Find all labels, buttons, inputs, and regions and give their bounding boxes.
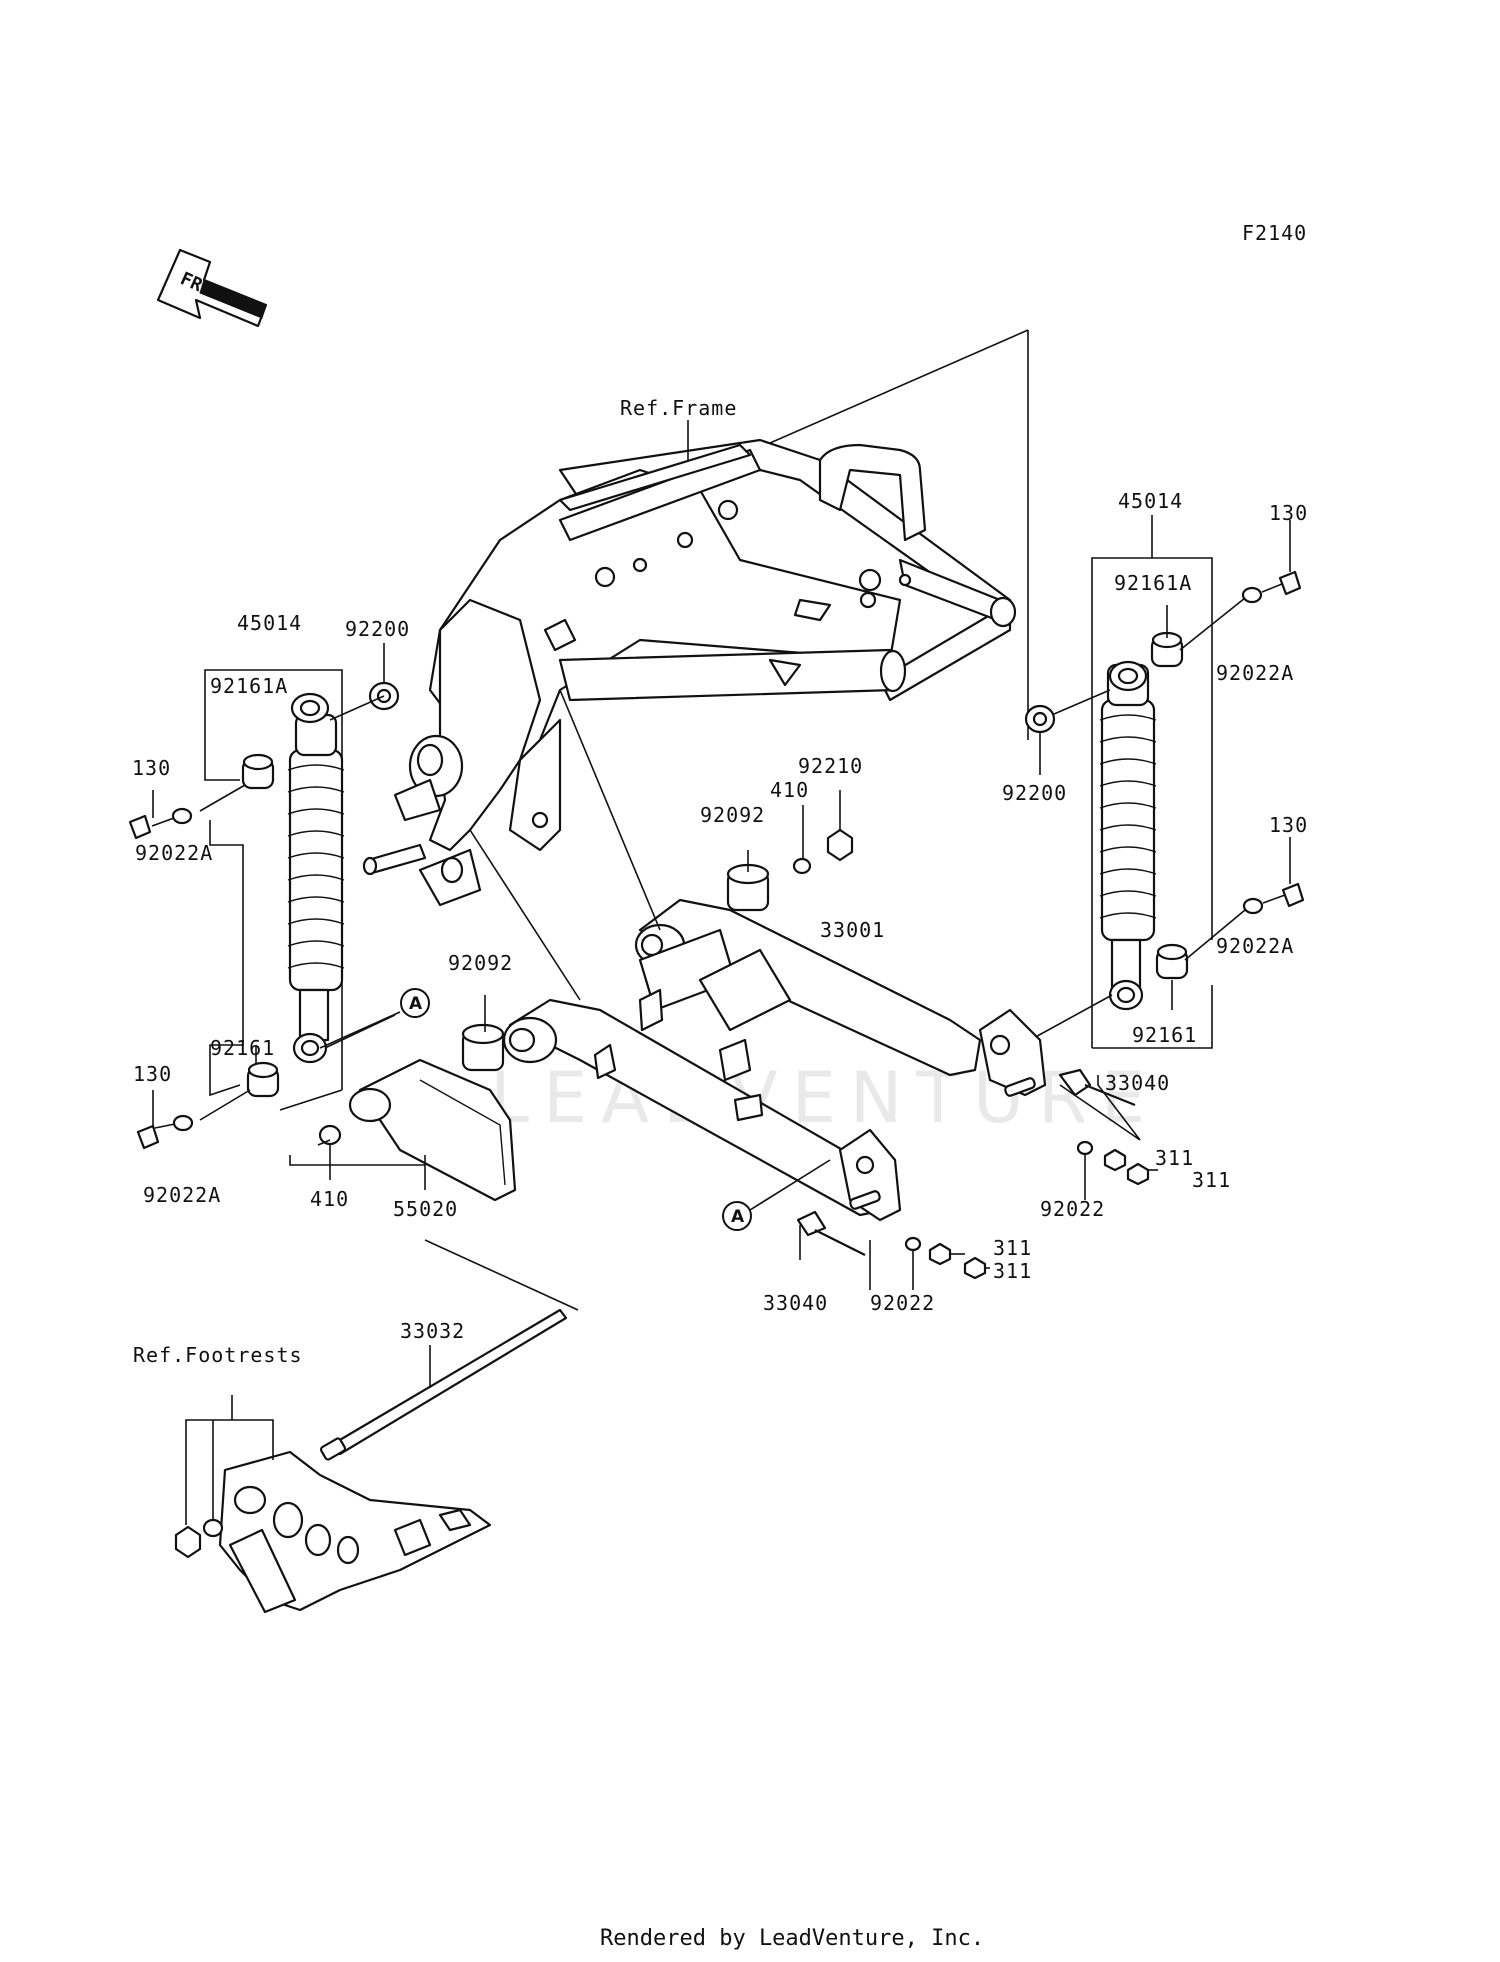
part-92092-upper: 92092 bbox=[700, 803, 765, 827]
part-92092-lower: 92092 bbox=[448, 951, 513, 975]
part-92022A-left-upper: 92022A bbox=[135, 841, 213, 865]
part-92200-left: 92200 bbox=[345, 617, 410, 641]
figure-code: F2140 bbox=[1242, 221, 1307, 245]
part-130-left-lower: 130 bbox=[133, 1062, 172, 1086]
part-130-left-upper: 130 bbox=[132, 756, 171, 780]
chain-guard bbox=[348, 1058, 517, 1202]
footer-credit: Rendered by LeadVenture, Inc. bbox=[600, 1926, 984, 1951]
callout-a-upper: A bbox=[400, 988, 430, 1018]
pivot-shaft bbox=[319, 1308, 568, 1461]
left-shock-absorber bbox=[287, 692, 345, 1064]
part-410-lower: 410 bbox=[310, 1187, 349, 1211]
part-92161A-right: 92161A bbox=[1114, 571, 1192, 595]
ref-frame-label: Ref.Frame bbox=[620, 396, 737, 420]
part-33040-left: 33040 bbox=[763, 1291, 828, 1315]
swingarm-hardware bbox=[318, 828, 1150, 1280]
swingarm-drawing bbox=[461, 863, 1047, 1222]
part-92200-right: 92200 bbox=[1002, 781, 1067, 805]
part-92022A-right-upper: 92022A bbox=[1216, 661, 1294, 685]
chain-guard-leaders bbox=[289, 1139, 579, 1311]
part-311-d: 311 bbox=[993, 1259, 1032, 1283]
part-92161-left: 92161 bbox=[210, 1036, 275, 1060]
right-leader-lines bbox=[1029, 515, 1291, 1049]
part-45014-right: 45014 bbox=[1118, 489, 1183, 513]
callout-a-upper-label: A bbox=[409, 994, 423, 1014]
footrest-bracket bbox=[174, 1450, 492, 1614]
callout-a-lower-label: A bbox=[731, 1207, 745, 1227]
part-45014-left: 45014 bbox=[237, 611, 302, 635]
frame-drawing bbox=[362, 329, 1029, 907]
part-33032: 33032 bbox=[400, 1319, 465, 1343]
watermark-text: LEADVENTURE bbox=[490, 1057, 1159, 1139]
ref-footrests-label: Ref.Footrests bbox=[133, 1343, 303, 1367]
part-130-right-lower: 130 bbox=[1269, 813, 1308, 837]
callout-a-lower: A bbox=[722, 1201, 752, 1231]
part-311-a: 311 bbox=[1155, 1146, 1194, 1170]
part-92161A-left: 92161A bbox=[210, 674, 288, 698]
part-311-c: 311 bbox=[993, 1236, 1032, 1260]
part-92022-right: 92022 bbox=[1040, 1197, 1105, 1221]
part-92022-left: 92022 bbox=[870, 1291, 935, 1315]
part-130-right-upper: 130 bbox=[1269, 501, 1308, 525]
part-33040-right: 33040 bbox=[1105, 1071, 1170, 1095]
right-shock-absorber bbox=[1099, 660, 1157, 1011]
swingarm-leader-lines bbox=[319, 689, 1158, 1290]
part-92161-right: 92161 bbox=[1132, 1023, 1197, 1047]
part-410-upper: 410 bbox=[770, 778, 809, 802]
part-92210: 92210 bbox=[798, 754, 863, 778]
part-92022A-left-lower: 92022A bbox=[143, 1183, 221, 1207]
part-55020: 55020 bbox=[393, 1197, 458, 1221]
right-shock-hardware bbox=[1024, 570, 1305, 980]
part-92022A-right-lower: 92022A bbox=[1216, 934, 1294, 958]
left-shock-hardware bbox=[128, 681, 400, 1150]
part-311-b: 311 bbox=[1192, 1168, 1231, 1192]
part-33001: 33001 bbox=[820, 918, 885, 942]
footrest-leaders bbox=[185, 1395, 274, 1525]
left-leader-lines bbox=[151, 643, 396, 1129]
front-arrow-icon: FRONT bbox=[156, 248, 268, 328]
